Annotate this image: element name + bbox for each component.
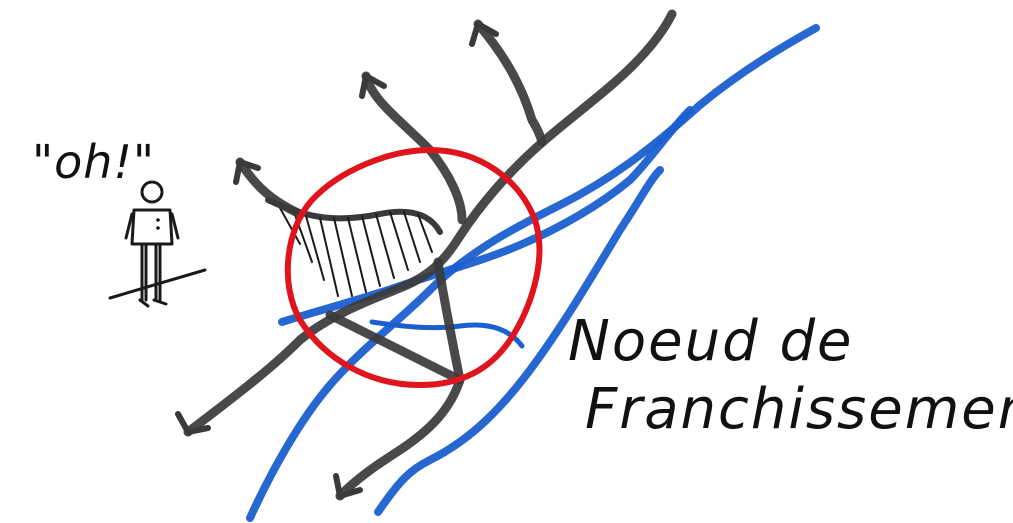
river-main	[250, 28, 816, 518]
caption-line-2: Franchissement	[585, 377, 1013, 442]
river-lines	[250, 28, 816, 518]
road-left-spur	[240, 162, 300, 214]
road-north-2	[478, 24, 542, 142]
caption: Noeud de Franchissement	[568, 309, 1013, 442]
caption-line-1: Noeud de	[568, 309, 853, 374]
exclamation-text: "oh!"	[32, 135, 155, 189]
person-icon	[126, 182, 178, 306]
road-bridge-a	[438, 262, 460, 380]
observer-figure: "oh!"	[32, 135, 205, 306]
